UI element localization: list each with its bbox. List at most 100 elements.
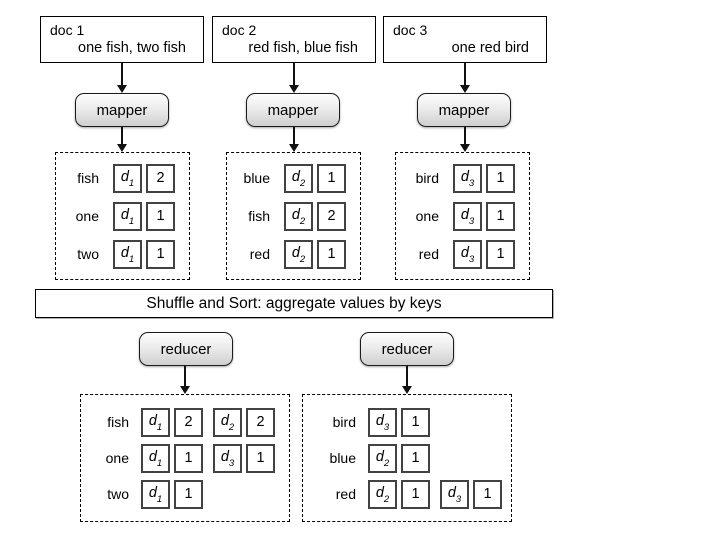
kv-row: red d2 1 d3 1 xyxy=(303,479,511,509)
key-label: one xyxy=(415,208,439,224)
count-cell: 2 xyxy=(317,201,346,231)
kv-row: one d1 1 xyxy=(56,201,189,231)
doc-count-pair: d1 1 xyxy=(113,239,175,269)
key-label: blue xyxy=(329,450,356,466)
doc-id-cell: d2 xyxy=(284,163,313,193)
kv-row: red d3 1 xyxy=(396,239,529,269)
key-label: blue xyxy=(243,170,270,186)
kv-row: blue d2 1 xyxy=(303,443,511,473)
kv-row: bird d3 1 xyxy=(303,407,511,437)
count-cell: 1 xyxy=(174,443,203,473)
doc-title: doc 2 xyxy=(222,22,257,38)
count-cell: 1 xyxy=(146,239,175,269)
doc-id-cell: d1 xyxy=(113,201,142,231)
reducer-node-2: reducer xyxy=(360,332,454,366)
key-label: one xyxy=(105,450,129,466)
doc-id-cell: d2 xyxy=(284,239,313,269)
doc-title: doc 1 xyxy=(50,22,85,38)
count-cell: 2 xyxy=(174,407,203,437)
doc-id-cell: d2 xyxy=(284,201,313,231)
count-cell: 2 xyxy=(146,163,175,193)
doc-count-pair: d1 1 xyxy=(141,443,203,473)
doc-id-cell: d2 xyxy=(213,407,242,437)
reduce-input-box-1: fish d1 2 d2 2 one d1 1 d3 xyxy=(80,394,290,522)
key-label: fish xyxy=(248,208,270,224)
arrow-doc3-to-mapper3 xyxy=(464,63,466,85)
doc-id-cell: d2 xyxy=(368,443,397,473)
doc-id-cell: d1 xyxy=(141,479,170,509)
key-label: red xyxy=(249,246,270,262)
doc-id-cell: d3 xyxy=(368,407,397,437)
doc-count-pair: d3 1 xyxy=(453,163,515,193)
count-cell: 1 xyxy=(317,163,346,193)
arrow-reducer2-to-group2 xyxy=(406,366,408,386)
key-label: red xyxy=(418,246,439,262)
doc-count-pair: d2 1 xyxy=(284,239,346,269)
doc-count-pair: d1 2 xyxy=(141,407,203,437)
doc-id-cell: d3 xyxy=(453,163,482,193)
key-label: two xyxy=(107,486,129,502)
kv-row: two d1 1 xyxy=(81,479,289,509)
mapper-node-2: mapper xyxy=(246,93,340,127)
doc-id-cell: d3 xyxy=(440,479,469,509)
mapper-node-1: mapper xyxy=(75,93,169,127)
key-label: bird xyxy=(332,414,356,430)
map-output-box-1: fish d1 2 one d1 1 two d1 1 xyxy=(55,152,190,280)
doc-content: one red bird xyxy=(451,40,529,56)
mapper-node-3: mapper xyxy=(417,93,511,127)
kv-row: fish d1 2 d2 2 xyxy=(81,407,289,437)
key-label: fish xyxy=(77,170,99,186)
arrow-doc1-to-mapper1 xyxy=(121,63,123,85)
doc-box-2: doc 2 red fish, blue fish xyxy=(212,16,376,63)
key-label: one xyxy=(75,208,99,224)
kv-row: blue d2 1 xyxy=(227,163,360,193)
key-label: bird xyxy=(415,170,439,186)
count-cell: 1 xyxy=(317,239,346,269)
arrow-reducer1-to-group1 xyxy=(184,366,186,386)
reduce-input-box-2: bird d3 1 blue d2 1 red d2 1 xyxy=(302,394,512,522)
doc-id-cell: d1 xyxy=(141,407,170,437)
kv-row: one d1 1 d3 1 xyxy=(81,443,289,473)
count-cell: 1 xyxy=(401,479,430,509)
doc-count-pair: d3 1 xyxy=(453,239,515,269)
kv-row: two d1 1 xyxy=(56,239,189,269)
doc-id-cell: d3 xyxy=(453,239,482,269)
doc-title: doc 3 xyxy=(393,22,428,38)
shuffle-sort-bar: Shuffle and Sort: aggregate values by ke… xyxy=(35,289,553,318)
doc-count-pair: d2 2 xyxy=(284,201,346,231)
count-cell: 1 xyxy=(401,407,430,437)
count-cell: 1 xyxy=(473,479,502,509)
doc-id-cell: d1 xyxy=(113,239,142,269)
kv-row: red d2 1 xyxy=(227,239,360,269)
doc-id-cell: d3 xyxy=(453,201,482,231)
arrow-mapper1-to-output1 xyxy=(121,127,123,144)
doc-id-cell: d2 xyxy=(368,479,397,509)
count-cell: 1 xyxy=(486,239,515,269)
arrow-doc2-to-mapper2 xyxy=(293,63,295,85)
key-label: fish xyxy=(107,414,129,430)
arrow-mapper3-to-output3 xyxy=(464,127,466,144)
doc-count-pair: d3 1 xyxy=(368,407,430,437)
kv-row: one d3 1 xyxy=(396,201,529,231)
doc-count-pair: d3 1 xyxy=(440,479,502,509)
doc-count-pair: d2 1 xyxy=(368,443,430,473)
count-cell: 1 xyxy=(146,201,175,231)
doc-content: one fish, two fish xyxy=(78,40,186,56)
kv-row: fish d1 2 xyxy=(56,163,189,193)
doc-count-pair: d3 1 xyxy=(453,201,515,231)
map-output-box-2: blue d2 1 fish d2 2 red d2 1 xyxy=(226,152,361,280)
doc-count-pair: d2 1 xyxy=(368,479,430,509)
doc-id-cell: d3 xyxy=(213,443,242,473)
doc-count-pair: d2 1 xyxy=(284,163,346,193)
doc-count-pair: d1 2 xyxy=(113,163,175,193)
doc-box-1: doc 1 one fish, two fish xyxy=(40,16,204,63)
doc-count-pair: d1 1 xyxy=(113,201,175,231)
kv-row: bird d3 1 xyxy=(396,163,529,193)
doc-content: red fish, blue fish xyxy=(248,40,358,56)
doc-count-pair: d1 1 xyxy=(141,479,203,509)
count-cell: 1 xyxy=(486,201,515,231)
key-label: two xyxy=(77,246,99,262)
count-cell: 1 xyxy=(401,443,430,473)
reducer-node-1: reducer xyxy=(139,332,233,366)
